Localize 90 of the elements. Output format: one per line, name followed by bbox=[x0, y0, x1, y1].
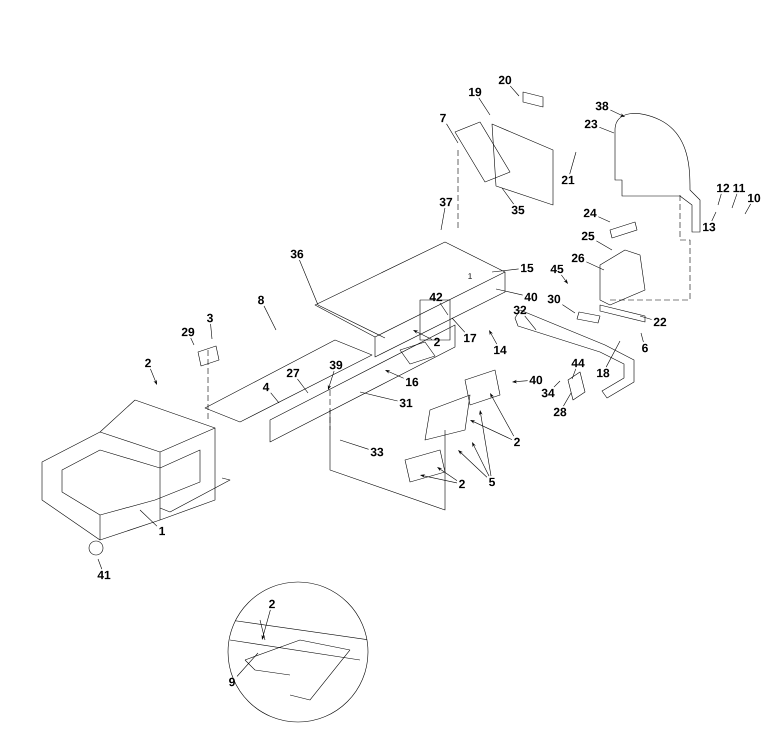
leader-line bbox=[210, 324, 212, 340]
leader-line bbox=[524, 316, 536, 330]
callout-number: 32 bbox=[514, 306, 526, 314]
leader-line bbox=[236, 652, 258, 677]
callout-number: 3 bbox=[206, 314, 213, 322]
leader-line bbox=[440, 208, 446, 230]
callout-number: 31 bbox=[400, 398, 412, 408]
leader-line bbox=[606, 340, 620, 368]
callout-number: 40 bbox=[524, 292, 538, 302]
callout-number: 7 bbox=[440, 114, 446, 122]
leader-line bbox=[744, 204, 751, 214]
callout-number: 11 bbox=[733, 184, 745, 192]
callout-number: 40 bbox=[530, 376, 542, 384]
leader-line bbox=[458, 450, 488, 478]
callout-number: 29 bbox=[182, 328, 194, 336]
callout-number: 30 bbox=[548, 294, 560, 304]
leader-line bbox=[586, 262, 604, 270]
callout-number: 15 bbox=[521, 264, 534, 272]
leader-line bbox=[596, 240, 612, 250]
callout-number: 2 bbox=[434, 338, 440, 346]
callout-number: 26 bbox=[572, 254, 584, 262]
callout-number: 28 bbox=[554, 408, 566, 416]
leader-line bbox=[437, 467, 458, 481]
leader-line bbox=[299, 260, 318, 306]
leader-line bbox=[563, 392, 572, 406]
callout-number: 42 bbox=[430, 292, 442, 302]
callout-number: 9 bbox=[229, 678, 235, 686]
leader-line bbox=[718, 194, 722, 206]
part-label: 1 bbox=[468, 273, 472, 279]
callout-number: 37 bbox=[440, 198, 452, 206]
callout-number: 38 bbox=[596, 102, 608, 110]
callout-number: 22 bbox=[654, 318, 666, 326]
leader-line bbox=[569, 152, 576, 174]
leader-line bbox=[502, 188, 514, 204]
leader-line bbox=[98, 558, 102, 570]
callout-number: 45 bbox=[550, 264, 564, 274]
leader-line bbox=[599, 126, 614, 134]
leader-line bbox=[554, 380, 560, 388]
callout-number: 2 bbox=[145, 358, 151, 368]
callout-number: 17 bbox=[464, 334, 476, 342]
callout-number: 12 bbox=[717, 184, 730, 192]
callout-number: 36 bbox=[290, 250, 304, 258]
callout-number: 23 bbox=[584, 120, 598, 128]
callout-number: 13 bbox=[703, 222, 716, 232]
leader-line bbox=[510, 86, 520, 96]
leader-line bbox=[496, 288, 523, 296]
callout-number: 8 bbox=[258, 296, 264, 304]
callout-number: 2 bbox=[514, 438, 520, 446]
leader-line bbox=[270, 392, 280, 404]
leader-line bbox=[360, 392, 398, 402]
leader-line bbox=[264, 306, 276, 330]
leader-line bbox=[561, 274, 568, 284]
callout-number: 20 bbox=[498, 76, 512, 84]
leader-line bbox=[732, 194, 738, 208]
callout-number: 18 bbox=[597, 368, 610, 378]
leader-line bbox=[598, 216, 610, 222]
callout-number: 2 bbox=[269, 600, 275, 608]
callout-number: 39 bbox=[330, 360, 342, 370]
callout-number: 34 bbox=[542, 388, 555, 398]
leader-line bbox=[711, 212, 716, 222]
callout-number: 16 bbox=[406, 378, 418, 386]
leader-line bbox=[190, 338, 194, 346]
callout-number: 6 bbox=[642, 344, 648, 352]
leader-line bbox=[572, 368, 576, 380]
callout-number: 19 bbox=[469, 88, 482, 96]
leader-line bbox=[492, 268, 519, 272]
callout-number: 33 bbox=[370, 448, 384, 456]
callout-number: 44 bbox=[572, 358, 585, 368]
leader-line bbox=[140, 510, 158, 526]
callout-number: 2 bbox=[459, 480, 465, 488]
leader-line bbox=[440, 302, 448, 316]
callout-number: 35 bbox=[512, 206, 524, 214]
callout-number: 14 bbox=[494, 346, 507, 354]
leader-line bbox=[340, 440, 369, 450]
callout-number: 24 bbox=[584, 208, 597, 218]
callout-number: 25 bbox=[582, 232, 594, 240]
leader-line bbox=[562, 304, 576, 314]
callout-number: 1 bbox=[159, 526, 165, 536]
leader-line bbox=[297, 378, 308, 394]
callout-number: 10 bbox=[748, 194, 760, 202]
callout-number: 41 bbox=[98, 570, 110, 580]
leader-line bbox=[640, 316, 652, 320]
leader-line bbox=[452, 318, 466, 332]
callout-number: 4 bbox=[262, 382, 270, 392]
leader-line bbox=[640, 332, 644, 342]
leader-line bbox=[446, 124, 458, 144]
callout-number: 5 bbox=[489, 478, 495, 486]
callout-number: 27 bbox=[286, 368, 300, 378]
callout-number: 21 bbox=[562, 176, 574, 184]
leader-line bbox=[478, 98, 490, 116]
